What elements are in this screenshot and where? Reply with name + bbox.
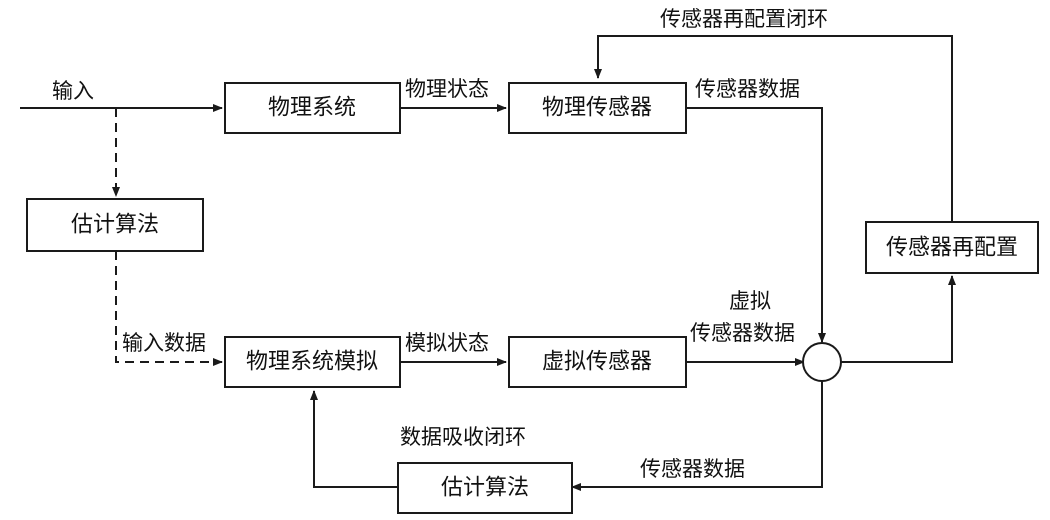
input-data-dashed-arrow bbox=[115, 251, 223, 366]
reconfig-loop-arrow bbox=[594, 35, 953, 222]
estimation-algorithm-bottom-block: 估计算法 bbox=[397, 462, 573, 514]
junction-to-reconfig-arrow bbox=[841, 275, 956, 363]
physical-sensor-block: 物理传感器 bbox=[508, 82, 687, 134]
sensor-data-top-label: 传感器数据 bbox=[695, 77, 800, 101]
sensor-reconfiguration-block: 传感器再配置 bbox=[865, 221, 1039, 274]
sensor-data-to-junction-arrow bbox=[686, 107, 826, 343]
assimilation-loop-arrow bbox=[310, 390, 398, 488]
physical-system-label: 物理系统 bbox=[268, 96, 356, 121]
estimation-algorithm-top-block: 估计算法 bbox=[26, 198, 204, 252]
summing-junction bbox=[802, 342, 842, 382]
sensor-data-bottom-label: 传感器数据 bbox=[640, 457, 745, 481]
physical-sensor-label: 物理传感器 bbox=[542, 96, 652, 121]
estimation-algorithm-bottom-label: 估计算法 bbox=[441, 476, 529, 501]
assimilation-loop-label: 数据吸收闭环 bbox=[400, 425, 526, 449]
physical-state-label: 物理状态 bbox=[405, 77, 489, 101]
physical-system-simulation-label: 物理系统模拟 bbox=[246, 350, 378, 375]
input-data-label: 输入数据 bbox=[122, 331, 206, 355]
physical-system-block: 物理系统 bbox=[224, 82, 401, 134]
reconfiguration-loop-label: 传感器再配置闭环 bbox=[660, 7, 828, 31]
virtual-sensor-data-label-line1: 虚拟 bbox=[729, 289, 771, 313]
sensor-reconfiguration-label: 传感器再配置 bbox=[886, 236, 1018, 261]
simulated-state-label: 模拟状态 bbox=[405, 331, 489, 355]
virtual-sensor-block: 虚拟传感器 bbox=[508, 336, 687, 388]
virtual-sensor-label: 虚拟传感器 bbox=[542, 350, 652, 375]
input-label: 输入 bbox=[52, 79, 94, 103]
junction-to-estimation-arrow bbox=[571, 381, 823, 491]
physical-system-simulation-block: 物理系统模拟 bbox=[224, 336, 401, 388]
virtual-sensor-data-label-line2: 传感器数据 bbox=[690, 321, 795, 345]
estimation-algorithm-top-label: 估计算法 bbox=[71, 213, 159, 238]
